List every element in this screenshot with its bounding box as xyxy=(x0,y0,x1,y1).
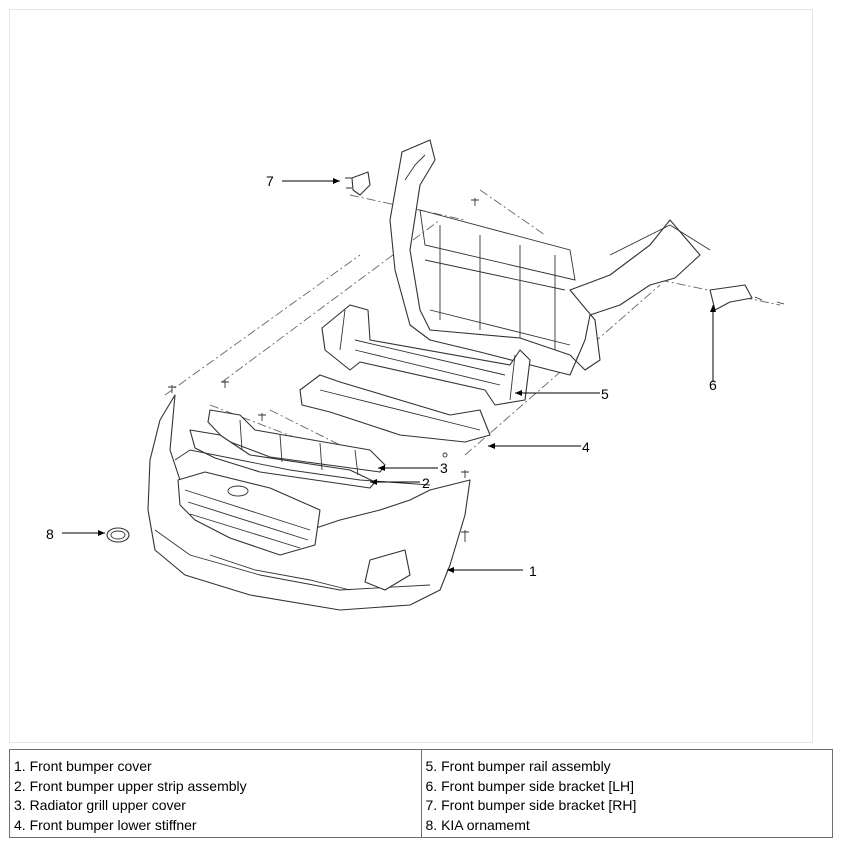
legend-left-column: 1. Front bumper cover 2. Front bumper up… xyxy=(9,749,422,838)
legend-item: 5. Front bumper rail assembly xyxy=(425,758,611,774)
callout-2: 2 xyxy=(422,475,430,491)
upper-strip-and-grill-cover xyxy=(189,409,386,489)
front-bumper-rail xyxy=(321,304,531,406)
callout-1: 1 xyxy=(529,563,537,579)
side-bracket-rh xyxy=(345,171,371,196)
callout-8: 8 xyxy=(46,526,54,542)
legend-item: 8. KIA ornamemt xyxy=(425,816,530,833)
front-bumper-cover xyxy=(147,394,471,611)
callout-4: 4 xyxy=(582,439,590,455)
leader-lines xyxy=(62,178,716,573)
parts-legend-table: 1. Front bumper cover 2. Front bumper up… xyxy=(9,749,833,838)
kia-ornament xyxy=(106,527,130,543)
callout-7: 7 xyxy=(266,173,274,189)
legend-item: 2. Front bumper upper strip assembly xyxy=(14,777,247,794)
legend-item: 1. Front bumper cover xyxy=(14,758,152,774)
callout-5: 5 xyxy=(601,386,609,402)
fasteners xyxy=(168,198,479,542)
side-bracket-lh xyxy=(709,284,785,311)
legend-item: 4. Front bumper lower stiffner xyxy=(14,816,197,833)
exploded-parts-diagram: 7 6 5 4 3 2 1 8 xyxy=(9,9,813,743)
diagram-drawing xyxy=(62,139,785,611)
legend-item: 6. Front bumper side bracket [LH] xyxy=(425,777,635,794)
radiator-carrier xyxy=(389,139,711,376)
legend-item: 7. Front bumper side bracket [RH] xyxy=(425,797,637,813)
callout-6: 6 xyxy=(709,377,717,393)
front-bumper-lower-stiffener xyxy=(299,374,491,443)
callout-3: 3 xyxy=(440,460,448,476)
legend-item: 3. Radiator grill upper cover xyxy=(14,797,186,813)
legend-right-column: 5. Front bumper rail assembly 6. Front b… xyxy=(420,749,833,838)
